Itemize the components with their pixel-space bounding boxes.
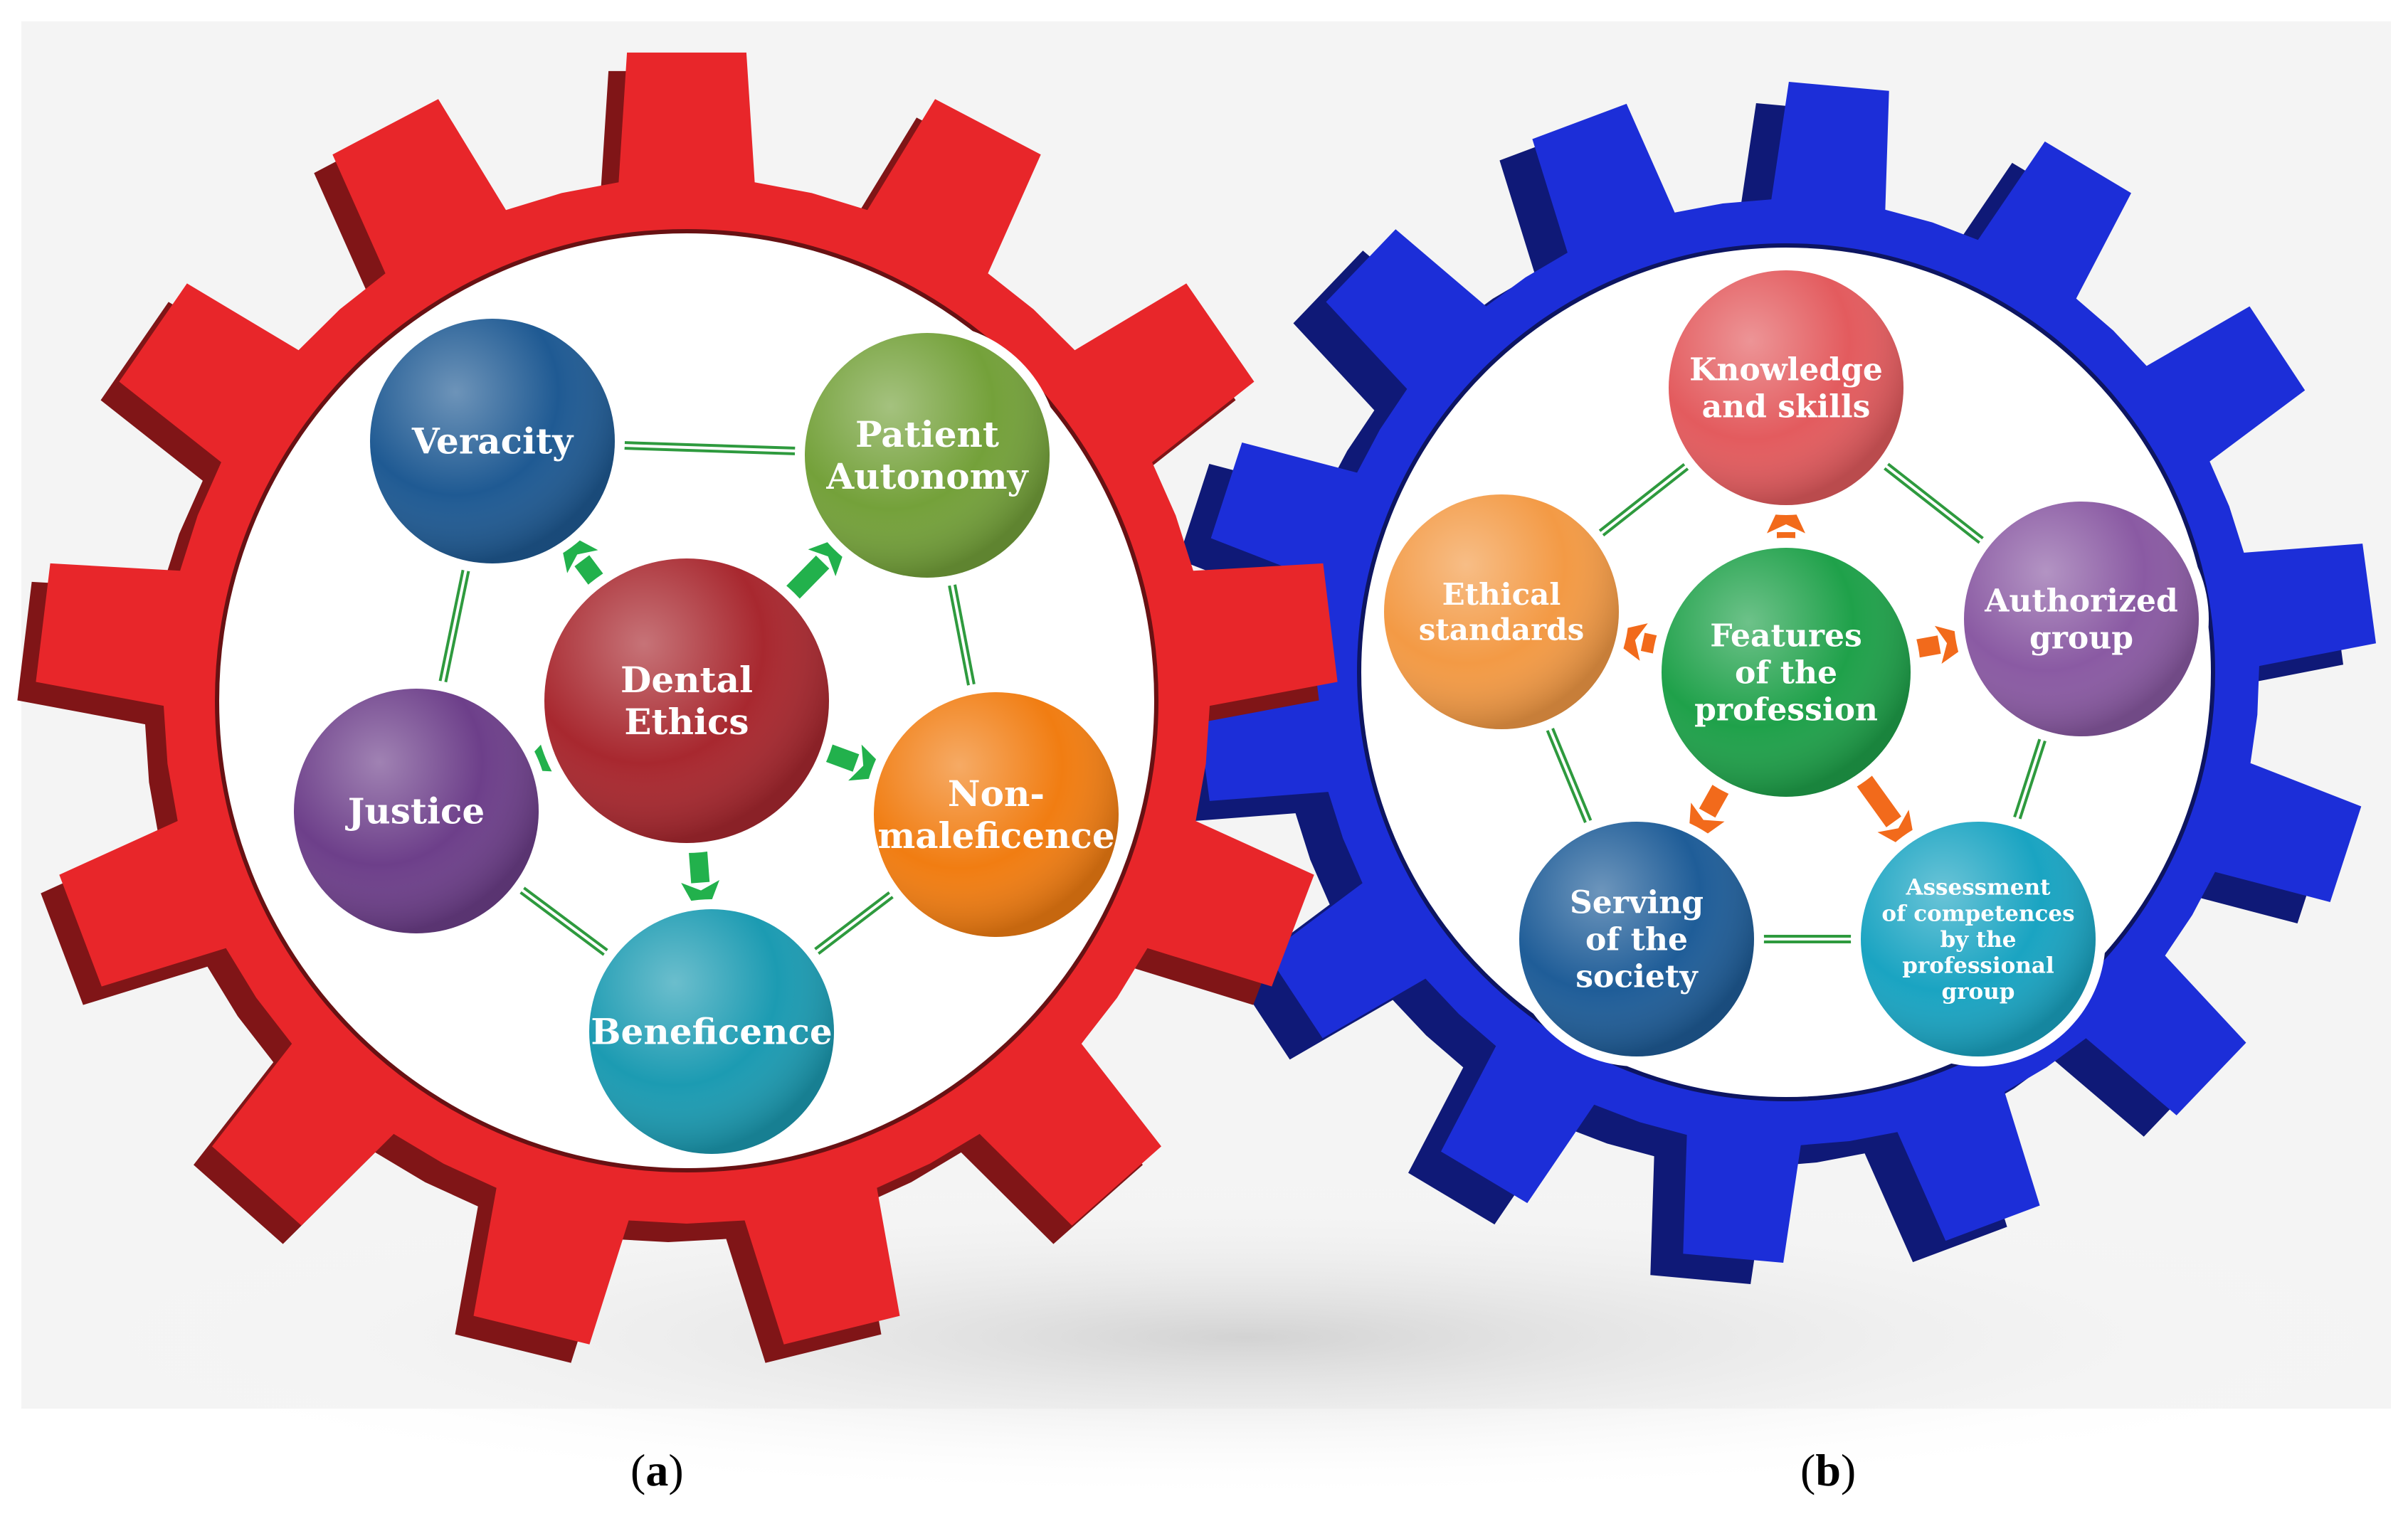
node-b-2-label: Assessment [1906,875,2051,901]
node-a-0-shading [370,319,615,563]
arrow-b-2-shaft [1855,773,1901,827]
panel-label-b: (b) [1800,1445,1857,1495]
arrow-b-1-shaft [1913,635,1941,658]
node-a-0-label: Veracity [411,420,574,462]
node-a-4-shading [294,689,539,933]
node-b-2-label: group [1942,979,2015,1005]
panel-label-a: (a) [630,1445,684,1495]
node-b-1-label: group [2029,620,2133,656]
node-a-2-shading [874,692,1119,937]
node-a-2-label: Non- [948,773,1045,815]
center-node-a-label: Ethics [624,701,749,743]
node-b-0-label: and skills [1702,388,1871,425]
arrow-b-3-shaft [1699,783,1730,818]
arrow-a-3-shaft [688,849,710,884]
node-a-1-shading [805,333,1050,578]
node-a-3-shading [589,909,834,1154]
node-a-3-label: Beneficence [591,1011,832,1053]
node-b-3-label: Serving [1570,884,1704,921]
node-a-1-label: Patient [855,413,999,455]
node-a-2-label: maleficence [877,815,1114,857]
center-node-a-label: Dental [621,659,753,701]
gear-a-group: Veracity PatientAutonomyNon-maleficenceBe… [17,52,1338,1363]
center-node-b-shading [1662,548,1911,797]
node-a-4-label: Justice [345,790,485,832]
node-b-1-shading [1964,502,2199,736]
center-node-b-label: of the [1735,655,1837,691]
node-b-0-shading [1669,270,1903,505]
node-b-3-label: of the [1585,921,1688,958]
node-a-1-label: Autonomy [825,455,1029,497]
node-b-0-label: Knowledge [1689,351,1883,388]
node-b-2-label: professional [1902,953,2054,978]
arrow-a-2-shaft [823,743,860,772]
node-b-3-shading [1519,822,1754,1056]
center-node-b-label: Features [1710,618,1862,654]
node-b-4-label: standards [1419,612,1585,647]
center-node-a-shading [544,558,829,843]
node-b-3-label: society [1575,958,1699,995]
node-b-2-shading [1861,822,2096,1056]
arrow-a-0-shaft [574,555,605,587]
node-b-4-shading [1384,494,1619,729]
node-b-4-label: Ethical [1442,577,1561,612]
node-b-2-label: of competences [1881,901,2074,926]
node-b-1-label: Authorized [1984,583,2177,619]
node-b-2-label: by the [1940,927,2016,953]
arrow-a-1-shaft [784,555,830,601]
center-node-b-label: profession [1694,692,1878,728]
